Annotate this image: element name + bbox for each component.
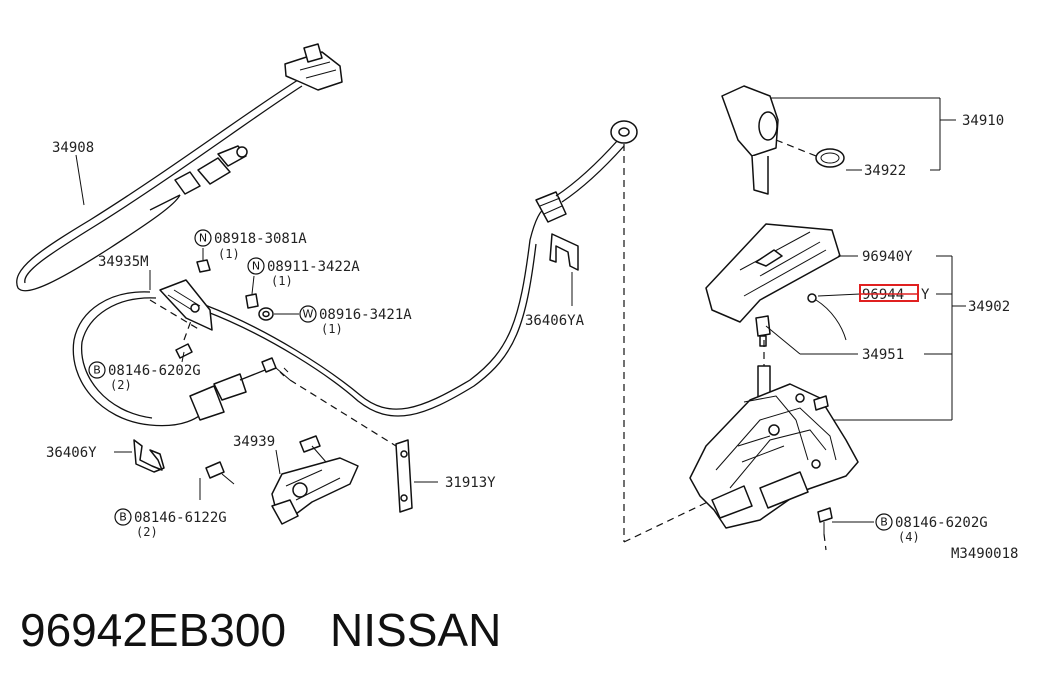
label-96944-highlight: 96944 (862, 287, 904, 303)
label-36406y: 36406Y (46, 445, 97, 461)
shift-indicator-panel (705, 223, 841, 323)
qty-08911-3422a: (1) (271, 274, 293, 288)
label-34908: 34908 (52, 140, 94, 156)
marker-n-2: N (252, 260, 260, 273)
qty-08146-6202g-b: (4) (898, 530, 920, 544)
brand-name: NISSAN (330, 604, 502, 656)
cable-34908 (16, 43, 343, 292)
label-08916-3421a: 08916-3421A (319, 307, 412, 323)
qty-08918-3081a: (1) (218, 247, 240, 261)
label-34922: 34922 (864, 163, 906, 179)
marker-b-3: B (880, 516, 888, 529)
cable-34935m (72, 120, 638, 427)
qty-08916-3421a: (1) (321, 322, 343, 336)
label-08918-3081a: 08918-3081A (214, 231, 307, 247)
label-96944-suffix: Y (921, 287, 930, 303)
label-34910: 34910 (962, 113, 1004, 129)
qty-08146-6122g: (2) (136, 525, 158, 539)
nut-part (196, 259, 211, 273)
label-36406ya: 36406YA (525, 313, 585, 329)
shifter-base (689, 365, 859, 529)
shift-knob (721, 85, 779, 195)
marker-b-2: B (119, 511, 127, 524)
label-34951: 34951 (862, 347, 904, 363)
label-31913y: 31913Y (445, 475, 496, 491)
highlight-box (859, 284, 919, 302)
label-08146-6202g-a: 08146-6202G (108, 363, 201, 379)
label-96940y: 96940Y (862, 249, 913, 265)
qty-08146-6202g-a: (2) (110, 378, 132, 392)
label-08146-6202g-b: 08146-6202G (895, 515, 988, 531)
label-08146-6122g: 08146-6122G (134, 510, 227, 526)
label-34935m: 34935M (98, 254, 149, 270)
marker-b-1: B (93, 364, 101, 377)
marker-w: W (303, 308, 314, 321)
diagram-reference-code: M3490018 (951, 546, 1018, 562)
caption: 96942EB300 NISSAN (20, 598, 501, 662)
part-number: 96942EB300 (20, 604, 287, 656)
label-08911-3422a: 08911-3422A (267, 259, 360, 275)
label-34939: 34939 (233, 434, 275, 450)
marker-n-1: N (199, 232, 207, 245)
parts-diagram: 34908 34935M N 08918-3081A (1) N 08911-3… (16, 43, 1018, 562)
label-34902: 34902 (968, 299, 1010, 315)
